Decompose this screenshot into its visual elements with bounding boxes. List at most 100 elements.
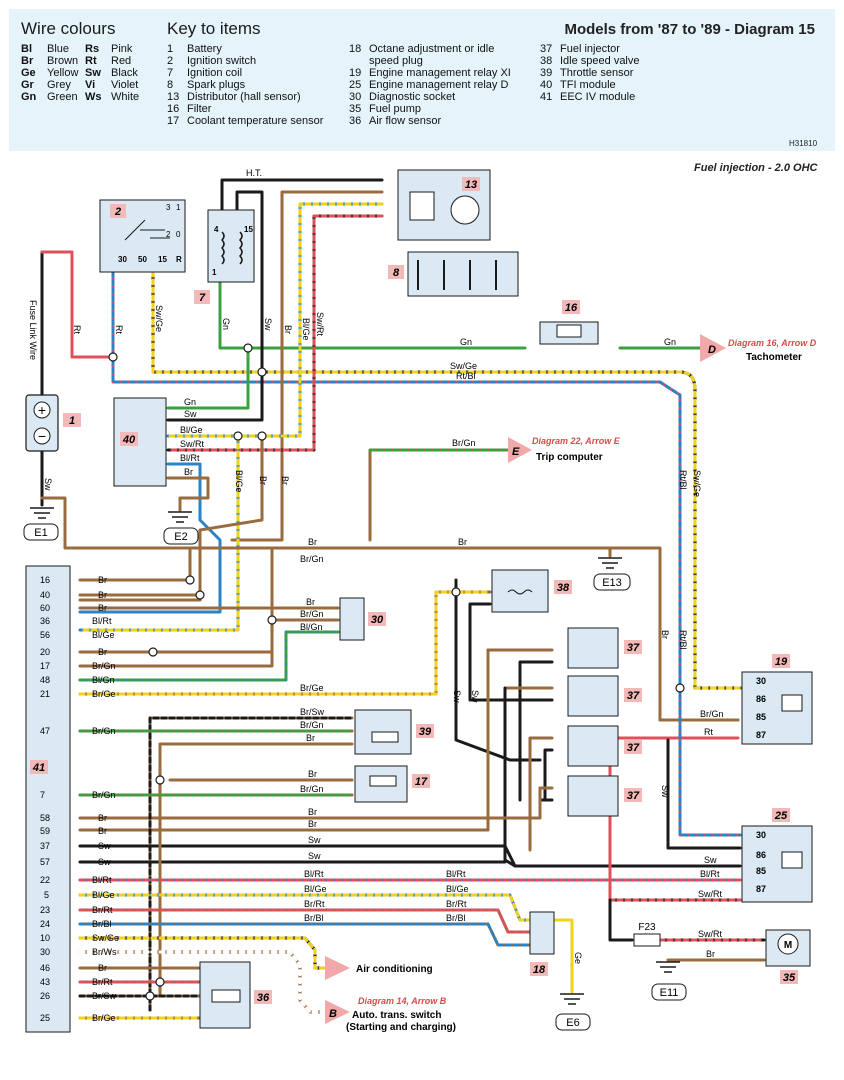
pin-wire: Br	[98, 826, 107, 836]
wire-br-58	[78, 786, 542, 820]
pin-number: 60	[40, 603, 50, 613]
fuel-injector	[567, 725, 619, 767]
pin-wire: Bl/Ge	[92, 890, 115, 900]
wire-label: Sw	[660, 785, 670, 798]
wire-ht	[220, 178, 384, 212]
svg-text:−: −	[38, 428, 46, 444]
diagram-title: Models from '87 to '89 - Diagram 15	[564, 21, 815, 38]
wire-label: Rt	[72, 325, 82, 334]
air-conditioning-ref: Air conditioning	[325, 956, 433, 980]
component-tag-40-text: 40	[122, 434, 136, 446]
pin-number: 47	[40, 726, 50, 736]
component-tag-25-text: 25	[774, 810, 788, 822]
wire-gn-40	[166, 346, 250, 410]
wire-br-ge-21-stripe	[78, 590, 492, 696]
pin-number: 22	[40, 875, 50, 885]
wire-label: Br	[308, 807, 317, 817]
component-tag-35-text: 35	[783, 972, 796, 984]
svg-text:2: 2	[166, 230, 171, 239]
wire-label: Bl/Ge	[446, 884, 469, 894]
wire-label: Rt/Bl	[678, 630, 688, 650]
component-tag-1	[63, 413, 81, 427]
svg-text:3: 3	[166, 203, 171, 212]
wire-label: Bl/Rt	[700, 869, 720, 879]
potentiometer-icon	[371, 731, 399, 743]
filter-icon	[556, 324, 582, 338]
wire-labels: H.T. Rt Rt Sw/Ge Gn Sw Br Bl/Ge Sw/Rt Gn…	[43, 168, 724, 964]
battery-negative-icon	[33, 427, 51, 445]
svg-text:0: 0	[176, 230, 181, 239]
wire-sw-coil	[166, 190, 264, 422]
component-tag-35	[780, 970, 798, 984]
wire-bl-gn-48	[78, 630, 340, 682]
component-tag-13-text: 13	[465, 179, 477, 191]
wire-label: Br	[308, 537, 317, 547]
component-tag-18	[530, 962, 548, 976]
component-tag-30-text: 30	[371, 614, 384, 626]
svg-text:(Starting and charging): (Starting and charging)	[346, 1022, 456, 1033]
wire-label: Br/Gn	[300, 784, 324, 794]
wire-label: Br	[308, 819, 317, 829]
component-tag-38	[554, 580, 572, 594]
wire-br-bl-24-stripe	[78, 922, 532, 947]
eec-iv-module	[25, 565, 71, 1033]
component-tag-7	[194, 290, 210, 304]
wire-label: Bl/Rt	[304, 869, 324, 879]
pin-wire: Br/Gn	[92, 726, 116, 736]
hall-sensor-icon	[409, 191, 435, 221]
junction-dot	[257, 367, 267, 377]
junction-dot	[267, 615, 277, 625]
svg-text:1: 1	[176, 203, 181, 212]
pin-number: 40	[40, 590, 50, 600]
pin-wire: Bl/Rt	[92, 875, 112, 885]
svg-text:E: E	[512, 446, 520, 458]
wire-bl-rt-40	[78, 462, 222, 614]
pin-number: 36	[40, 616, 50, 626]
wire-bl-ge-dist-stripe	[166, 202, 384, 438]
spark-plug-icon	[417, 260, 497, 290]
header-panel: Wire colours Key to items Models from '8…	[9, 9, 835, 151]
pin-wire: Br/Sw	[92, 991, 117, 1001]
junction-dot	[185, 575, 195, 585]
wire-label: Br/Rt	[446, 899, 467, 909]
motor-icon	[777, 933, 799, 955]
component-tag-37-text: 37	[627, 690, 640, 702]
wire-br-e2	[166, 476, 210, 512]
wire-label: Rt/Bl	[456, 371, 476, 381]
pin-wire: Sw	[98, 857, 111, 867]
wire-label: Br/Bl	[304, 913, 324, 923]
wire-sw-ge-main-stripe	[151, 270, 742, 690]
spark-plugs	[407, 251, 519, 297]
pin-number: 46	[40, 963, 50, 973]
pin-number: 59	[40, 826, 50, 836]
wire-colours-title: Wire colours	[21, 19, 116, 38]
wire-br-40	[78, 546, 202, 597]
pin-wire: Br/Gn	[92, 661, 116, 671]
component-tag-36-text: 36	[257, 992, 270, 1004]
wire-br-sw-39-stripe	[148, 716, 354, 1012]
pin-number: 25	[40, 1013, 50, 1023]
relay-coil-icon	[781, 694, 803, 712]
pin-wire: Br/Rt	[92, 905, 113, 915]
junction-dot	[195, 590, 205, 600]
wire-label: Sw/Rt	[698, 929, 723, 939]
wire-sw-38	[454, 578, 542, 762]
switch-contacts-icon	[124, 219, 170, 241]
pin-wire: Br	[98, 603, 107, 613]
wire-label: Gn	[184, 397, 196, 407]
key-title: Key to items	[167, 19, 261, 38]
wire-label: Br/Gn	[452, 438, 476, 448]
wires	[40, 178, 766, 1020]
wire-br-gn-trip	[368, 448, 512, 542]
component-tag-39	[416, 724, 434, 738]
component-tag-37	[624, 788, 642, 802]
component-tag-2-text: 2	[114, 206, 121, 218]
